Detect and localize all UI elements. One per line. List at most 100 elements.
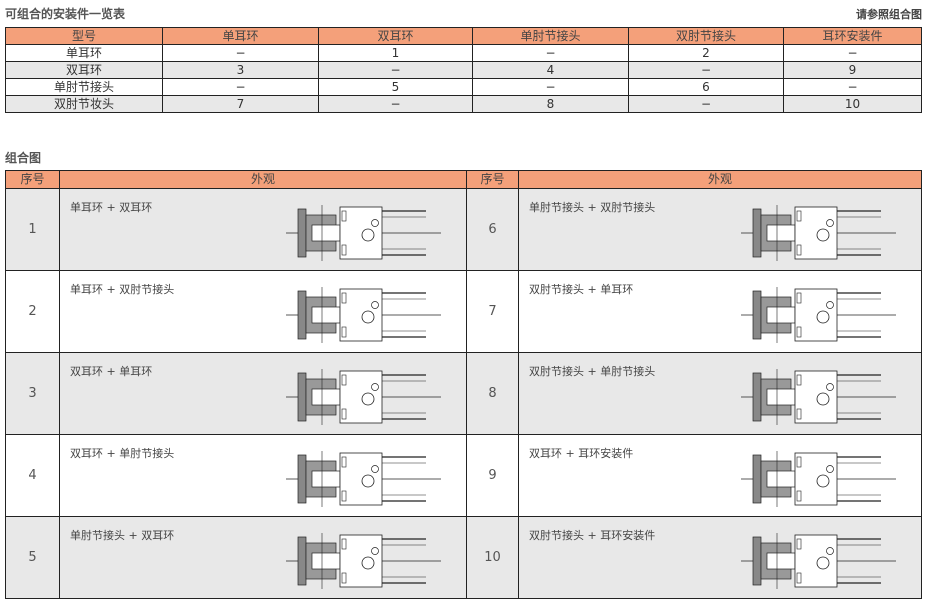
table-row: 单肘节接头−5−6−	[5, 78, 922, 96]
combo-appearance: 单耳环 + 双耳环	[59, 188, 467, 271]
table-row: 1 单耳环 + 双耳环 6 单肘节接头 + 双肘节接头	[5, 188, 922, 271]
header-cell: 耳环安装件	[783, 27, 922, 45]
header-cell: 单耳环	[162, 27, 319, 45]
table-cell: 9	[783, 61, 922, 79]
header-cell: 序号	[5, 170, 60, 189]
combo-appearance: 单耳环 + 双肘节接头	[59, 270, 467, 353]
table-cell: −	[783, 78, 922, 96]
table-row: 单耳环−1−2−	[5, 44, 922, 62]
header-cell: 双耳环	[318, 27, 473, 45]
table-cell: 10	[783, 95, 922, 113]
header-cell: 型号	[5, 27, 163, 45]
header-cell: 序号	[466, 170, 519, 189]
combo-number: 5	[5, 516, 60, 599]
combo-number: 7	[466, 270, 519, 353]
combo-number: 10	[466, 516, 519, 599]
combo-drawing	[276, 359, 446, 429]
reference-note: 请参照组合图	[856, 8, 922, 21]
combo-drawing	[731, 441, 901, 511]
combo-label: 单肘节接头 + 双耳环	[70, 529, 175, 542]
combo-label: 双耳环 + 单耳环	[70, 365, 153, 378]
table-cell: −	[162, 44, 319, 62]
table-cell: 单肘节接头	[5, 78, 163, 96]
cylinder-drawing	[286, 451, 441, 507]
table-cell: 双肘节妆头	[5, 95, 163, 113]
table-header-row: 序号 外观 序号 外观	[5, 170, 922, 189]
table-cell: 单耳环	[5, 44, 163, 62]
table-cell: 5	[318, 78, 473, 96]
combo-number: 6	[466, 188, 519, 271]
combo-appearance: 双肘节接头 + 单耳环	[518, 270, 922, 353]
combo-label: 双耳环 + 耳环安装件	[529, 447, 634, 460]
combo-number: 1	[5, 188, 60, 271]
table-cell: 双耳环	[5, 61, 163, 79]
table-cell: 7	[162, 95, 319, 113]
cylinder-drawing	[286, 205, 441, 261]
combination-diagram-table: 序号 外观 序号 外观 1 单耳环 + 双耳环 6 单肘节接头 + 双肘节接头 2 单耳环…	[5, 170, 922, 599]
table-cell: 1	[318, 44, 473, 62]
table-row: 5 单肘节接头 + 双耳环 10 双肘节接头 + 耳环安装件	[5, 516, 922, 599]
combo-number: 9	[466, 434, 519, 517]
table-cell: −	[472, 78, 629, 96]
table-header-row: 型号 单耳环 双耳环 单肘节接头 双肘节接头 耳环安装件	[5, 27, 922, 45]
header-cell: 外观	[518, 170, 922, 189]
combo-drawing	[731, 359, 901, 429]
header-cell: 双肘节接头	[628, 27, 784, 45]
combo-number: 2	[5, 270, 60, 353]
combo-number: 8	[466, 352, 519, 435]
cylinder-drawing	[741, 205, 896, 261]
combo-appearance: 双肘节接头 + 单肘节接头	[518, 352, 922, 435]
combo-appearance: 单肘节接头 + 双肘节接头	[518, 188, 922, 271]
combo-label: 双肘节接头 + 单耳环	[529, 283, 634, 296]
cylinder-drawing	[741, 533, 896, 589]
table-cell: 3	[162, 61, 319, 79]
combo-label: 单耳环 + 双肘节接头	[70, 283, 175, 296]
combo-label: 单肘节接头 + 双肘节接头	[529, 201, 656, 214]
cylinder-drawing	[286, 369, 441, 425]
cylinder-drawing	[741, 369, 896, 425]
header-cell: 单肘节接头	[472, 27, 629, 45]
table-cell: −	[628, 61, 784, 79]
table-row: 3 双耳环 + 单耳环 8 双肘节接头 + 单肘节接头	[5, 352, 922, 435]
combo-drawing	[276, 195, 446, 265]
table-cell: 2	[628, 44, 784, 62]
combo-appearance: 双耳环 + 单耳环	[59, 352, 467, 435]
combo-drawing	[731, 523, 901, 593]
table-cell: −	[318, 61, 473, 79]
table-cell: 4	[472, 61, 629, 79]
cylinder-drawing	[741, 451, 896, 507]
table-row: 4 双耳环 + 单肘节接头 9 双耳环 + 耳环安装件	[5, 434, 922, 517]
combo-label: 双肘节接头 + 单肘节接头	[529, 365, 656, 378]
table-cell: −	[628, 95, 784, 113]
cylinder-drawing	[741, 287, 896, 343]
combo-appearance: 双耳环 + 耳环安装件	[518, 434, 922, 517]
cylinder-drawing	[286, 533, 441, 589]
combination-list-table: 型号 单耳环 双耳环 单肘节接头 双肘节接头 耳环安装件 单耳环−1−2−双耳环…	[5, 27, 922, 113]
combo-appearance: 单肘节接头 + 双耳环	[59, 516, 467, 599]
table-cell: −	[472, 44, 629, 62]
combo-drawing	[276, 441, 446, 511]
header-cell: 外观	[59, 170, 467, 189]
combo-appearance: 双耳环 + 单肘节接头	[59, 434, 467, 517]
combo-label: 单耳环 + 双耳环	[70, 201, 153, 214]
table-cell: −	[783, 44, 922, 62]
table-cell: 8	[472, 95, 629, 113]
combo-drawing	[276, 277, 446, 347]
combo-number: 4	[5, 434, 60, 517]
cylinder-drawing	[286, 287, 441, 343]
table-cell: −	[318, 95, 473, 113]
combo-title: 组合图	[5, 151, 42, 165]
combo-drawing	[731, 195, 901, 265]
combo-number: 3	[5, 352, 60, 435]
combo-drawing	[276, 523, 446, 593]
combo-drawing	[731, 277, 901, 347]
table-row: 2 单耳环 + 双肘节接头 7 双肘节接头 + 单耳环	[5, 270, 922, 353]
list-title: 可组合的安装件一览表	[5, 7, 126, 21]
table-cell: 6	[628, 78, 784, 96]
combo-label: 双耳环 + 单肘节接头	[70, 447, 175, 460]
combo-appearance: 双肘节接头 + 耳环安装件	[518, 516, 922, 599]
table-cell: −	[162, 78, 319, 96]
combo-label: 双肘节接头 + 耳环安装件	[529, 529, 656, 542]
